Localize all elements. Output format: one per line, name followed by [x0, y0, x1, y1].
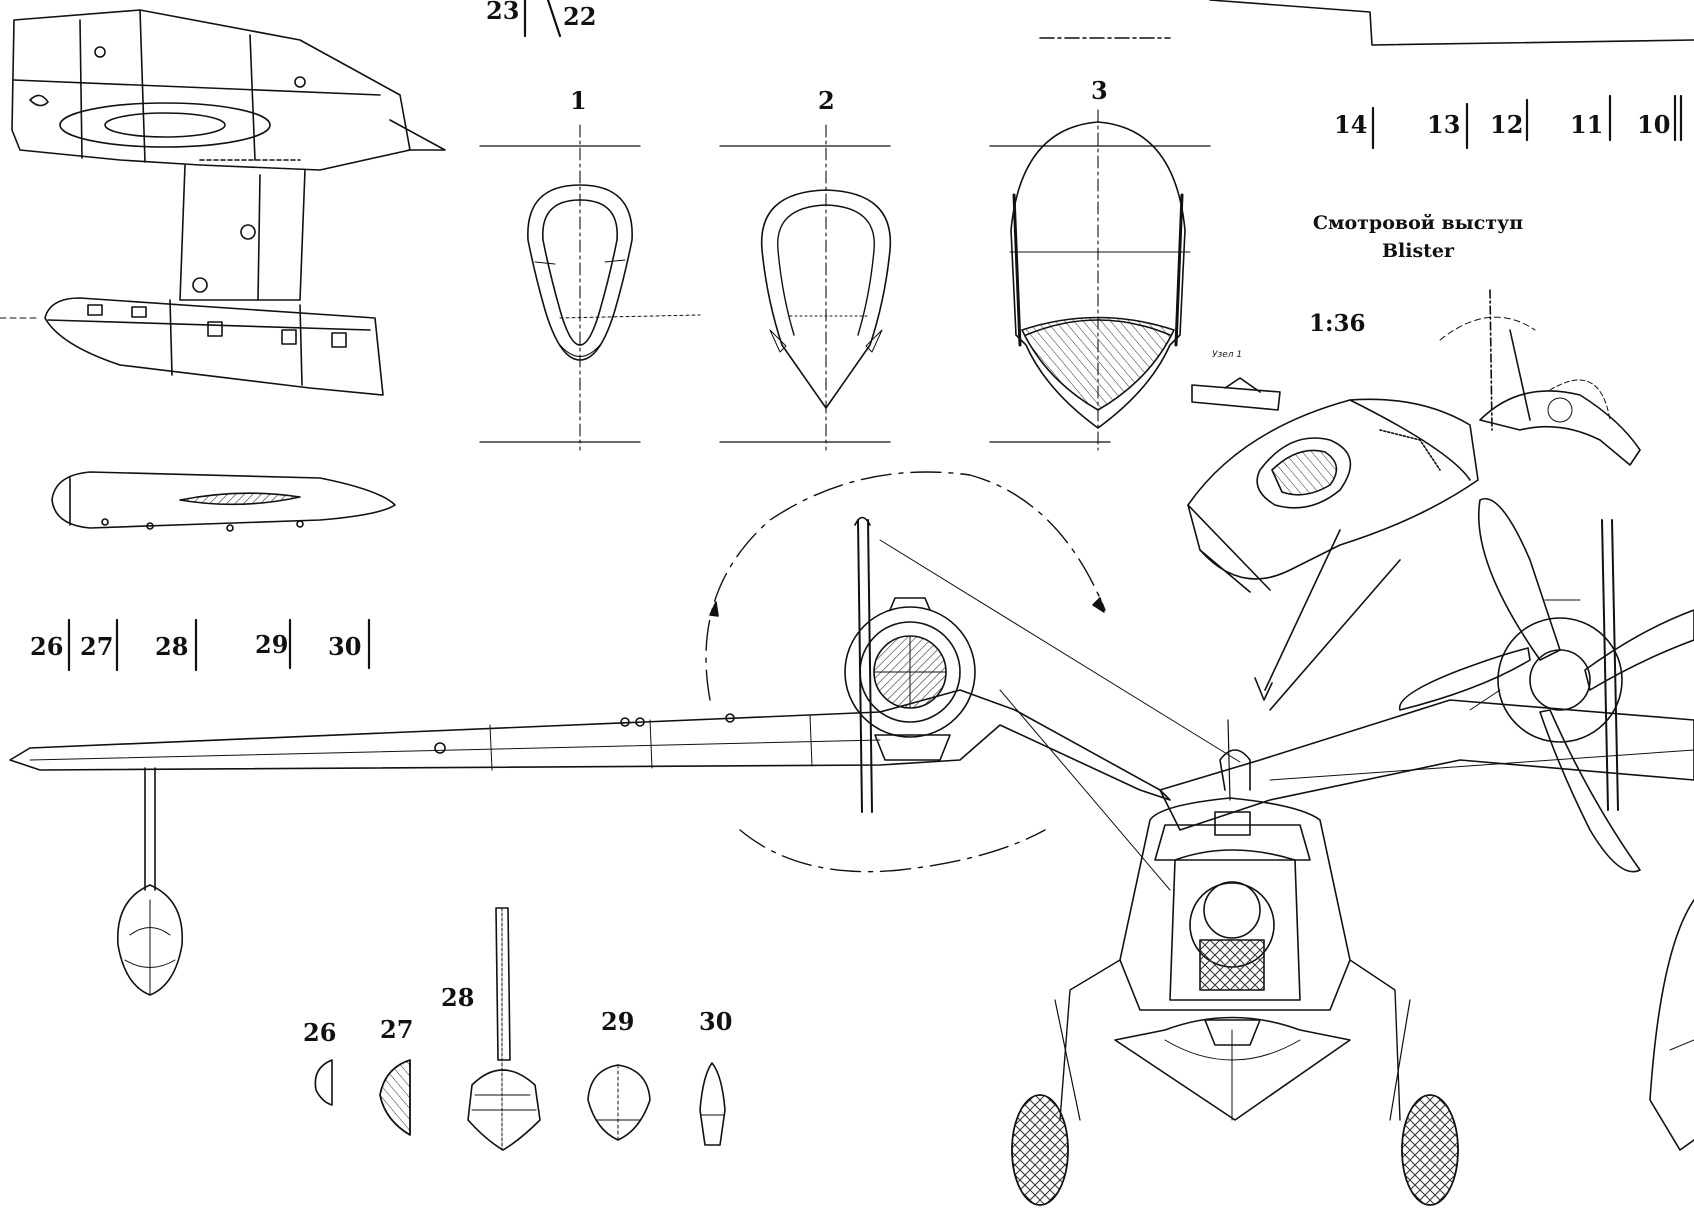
- cross-section-3: [989, 109, 1211, 451]
- bottom-section-label-26: 26: [303, 1018, 337, 1047]
- blister-node-label: Узел 1: [1212, 350, 1243, 360]
- blister-title-en: Blister: [1381, 240, 1455, 262]
- small-section-30: [699, 1062, 726, 1146]
- station-label-13: 13: [1427, 110, 1461, 139]
- blister-scale: 1:36: [1309, 310, 1366, 337]
- station-label-10: 10: [1637, 110, 1671, 139]
- float-side-view: [0, 297, 384, 396]
- left-station-label-26: 26: [30, 632, 64, 661]
- top-right-fragment: [1039, 0, 1694, 46]
- top-partial-label-23: 23: [486, 0, 520, 25]
- blister-arrows: [1254, 529, 1401, 711]
- aircraft-front-view: [9, 471, 1694, 1206]
- left-station-label-30: 30: [328, 632, 362, 661]
- left-station-label-28: 28: [155, 632, 189, 661]
- cross-section-2: [719, 124, 892, 451]
- bottom-section-label-29: 29: [601, 1007, 635, 1036]
- nacelle-side-view: [11, 9, 446, 301]
- cross-section-1: [479, 124, 701, 451]
- station-label-12: 12: [1490, 110, 1524, 139]
- left-station-label-29: 29: [255, 630, 289, 659]
- station-label-11: 11: [1570, 110, 1604, 139]
- station-label-14: 14: [1334, 110, 1368, 139]
- section-label-2: 2: [818, 86, 835, 115]
- blister-node-detail: [1191, 377, 1281, 411]
- bottom-section-label-28: 28: [441, 983, 475, 1012]
- bottom-section-label-30: 30: [699, 1007, 733, 1036]
- section-label-1: 1: [570, 86, 587, 115]
- blister-hinge-view: [1439, 289, 1641, 466]
- float-top-view: [51, 471, 396, 532]
- blister-view: [1187, 398, 1479, 593]
- top-partial-label-22: 22: [563, 2, 597, 31]
- small-section-28: [467, 907, 541, 1151]
- blister-title-ru: Смотровой выступ: [1312, 212, 1524, 234]
- small-section-29: [587, 1064, 651, 1141]
- small-section-27: [379, 1059, 411, 1136]
- left-station-label-27: 27: [80, 632, 114, 661]
- small-section-26: [314, 1059, 333, 1106]
- section-label-3: 3: [1091, 76, 1108, 105]
- bottom-section-label-27: 27: [380, 1015, 414, 1044]
- left-station-ticks: [67, 618, 371, 672]
- top-station-ticks: [523, 0, 1683, 150]
